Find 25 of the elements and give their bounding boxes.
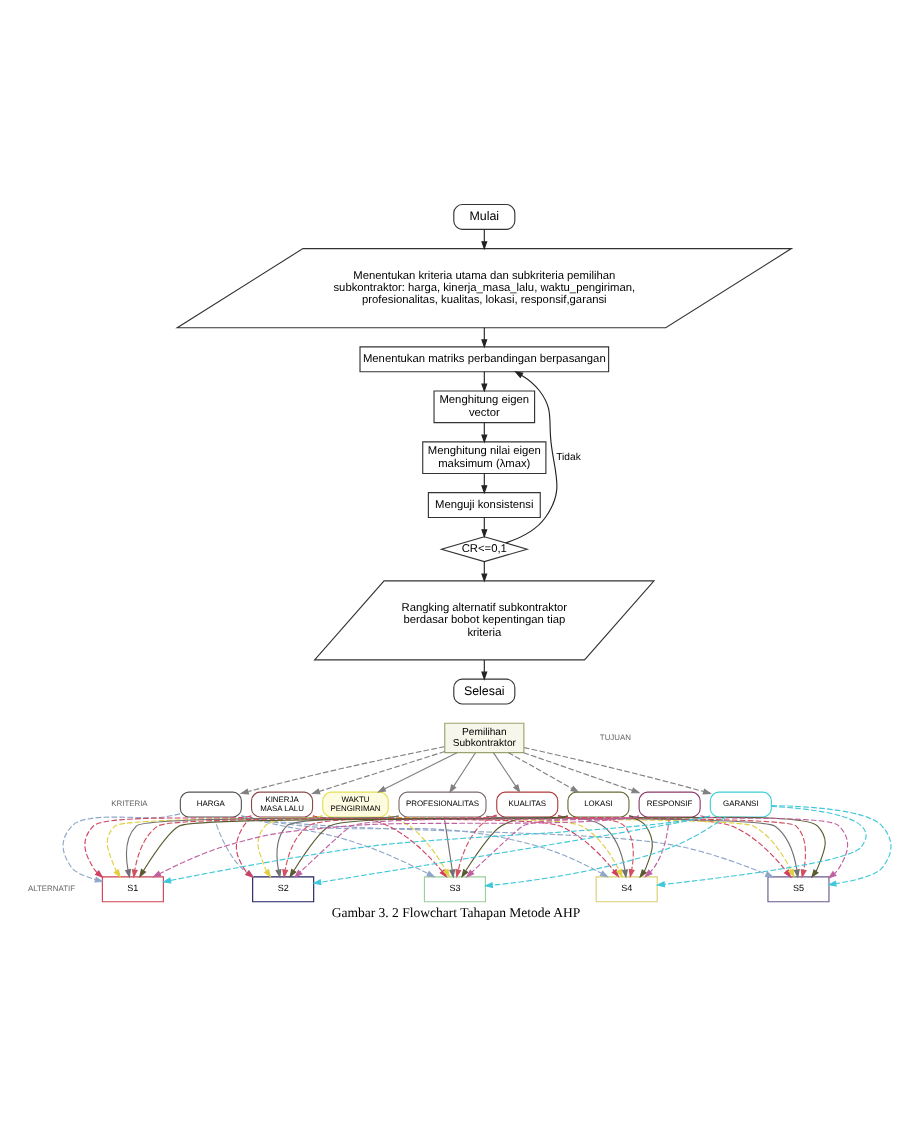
arrow — [628, 814, 826, 878]
arrow — [310, 749, 446, 794]
arrow — [628, 814, 653, 878]
arrow — [455, 813, 497, 878]
arrow — [523, 751, 641, 793]
arrow — [771, 804, 892, 886]
arrow — [644, 815, 670, 877]
arrow — [655, 804, 867, 887]
arrow — [523, 746, 712, 794]
arrow — [699, 814, 849, 878]
arrow — [376, 751, 458, 792]
arrow — [492, 751, 521, 793]
arrow — [257, 814, 323, 878]
arrow — [275, 814, 400, 878]
arrow — [449, 751, 476, 793]
arrow — [84, 814, 252, 878]
arrow — [443, 815, 456, 878]
arrow — [507, 751, 580, 792]
arrow — [461, 814, 569, 878]
arrow — [387, 814, 623, 878]
arrow — [557, 814, 807, 878]
arrow — [505, 370, 558, 543]
arrow — [557, 814, 635, 878]
arrow — [62, 812, 181, 882]
arrow — [239, 745, 445, 794]
